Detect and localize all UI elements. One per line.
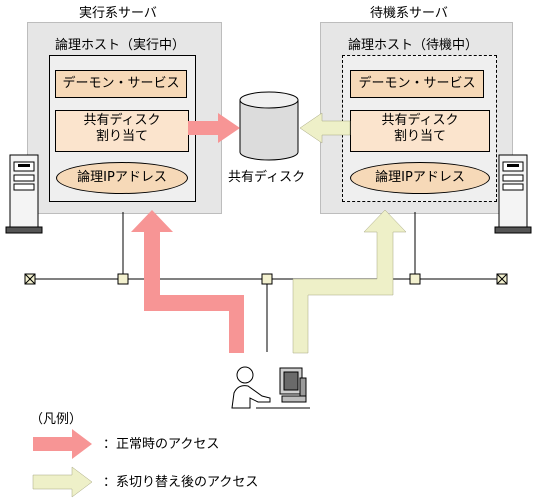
active-host-label: 論理ホスト（実行中） <box>55 38 186 53</box>
standby-disk-assign: 共有ディスク 割り当て <box>350 110 490 152</box>
disk-access-arrow-failover <box>299 112 351 144</box>
terminator-left-icon <box>24 273 36 285</box>
legend-failover-access: ：系切り替え後のアクセス <box>103 475 259 490</box>
normal-access-arrow <box>131 210 244 353</box>
standby-disk-assign-line1: 共有ディスク <box>381 113 459 128</box>
legend-normal-access: ：正常時のアクセス <box>103 437 220 452</box>
shared-disk-label: 共有ディスク <box>228 170 306 185</box>
active-disk-assign-line1: 共有ディスク <box>83 113 161 128</box>
active-server-title: 実行系サーバ <box>79 6 157 21</box>
failover-access-arrow <box>292 209 407 354</box>
standby-daemon-service: デーモン・サービス <box>350 70 484 98</box>
active-daemon-label: デーモン・サービス <box>62 76 180 91</box>
standby-logical-ip: 論理IPアドレス <box>350 162 490 194</box>
active-logical-ip-label: 論理IPアドレス <box>77 170 167 185</box>
disk-access-arrow-normal <box>188 113 240 143</box>
user-computer-icon <box>231 366 310 409</box>
standby-server-title: 待機系サーバ <box>370 6 448 21</box>
legend-title: （凡例） <box>30 412 83 427</box>
node-client <box>261 273 273 285</box>
server-tower-right-icon <box>494 154 532 234</box>
active-disk-assign: 共有ディスク 割り当て <box>55 110 189 152</box>
standby-host-label: 論理ホスト（待機中） <box>348 38 479 53</box>
active-daemon-service: デーモン・サービス <box>55 70 187 98</box>
legend-failover-arrow <box>32 466 93 498</box>
active-disk-assign-line2: 割り当て <box>95 129 148 144</box>
node-standby <box>409 273 421 285</box>
node-active <box>117 273 129 285</box>
shared-disk-icon <box>239 91 299 161</box>
standby-disk-assign-line2: 割り当て <box>393 129 446 144</box>
active-logical-ip: 論理IPアドレス <box>56 162 188 194</box>
standby-logical-ip-label: 論理IPアドレス <box>375 170 465 185</box>
legend-normal-arrow <box>33 429 92 459</box>
server-tower-left-icon <box>5 154 43 234</box>
terminator-right-icon <box>496 273 508 285</box>
standby-daemon-label: デーモン・サービス <box>358 76 476 91</box>
